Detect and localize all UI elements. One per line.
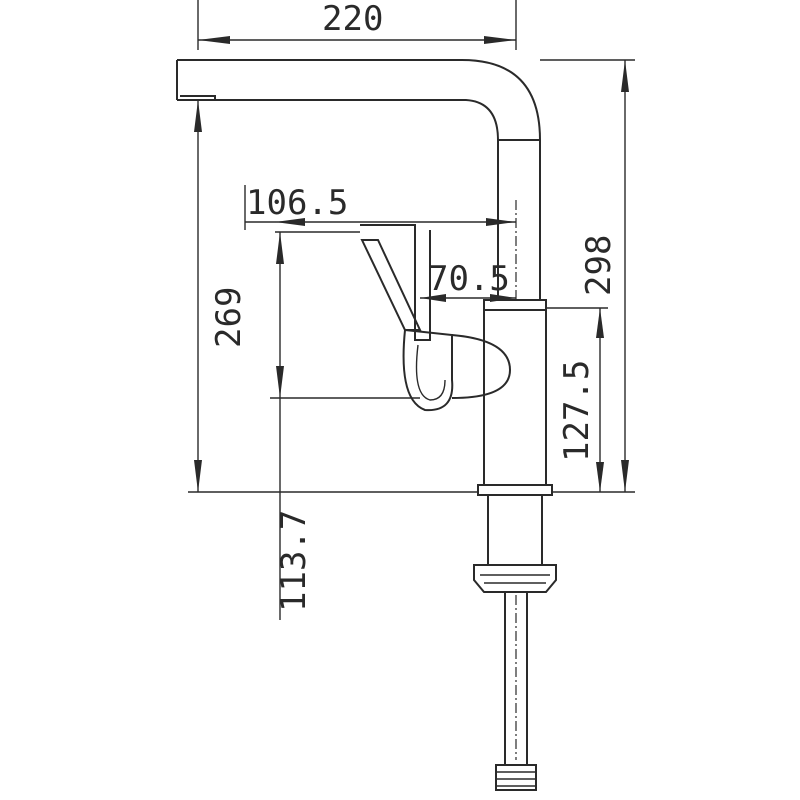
dim-label-127-5: 127.5 [557,360,597,462]
dim-113-arrow-top [276,232,284,264]
dim-220-arrow-right [484,36,516,44]
lever-stem [360,239,422,331]
dim-label-220: 220 [322,0,383,39]
cartridge-knob [402,328,454,412]
dim-127-arrow-top [596,308,604,338]
dim-106-arrow-left [275,218,305,226]
dimension-lines [188,0,635,620]
dim-298-arrow-top [621,60,629,92]
dim-label-269: 269 [209,287,249,348]
dimension-labels: 220 106.5 70.5 269 298 127.5 113.7 [209,0,619,612]
cartridge-dome [451,334,512,399]
mounting-shank [487,495,543,565]
dim-70-arrow-left [420,294,446,302]
dim-label-70-5: 70.5 [428,259,510,299]
cartridge-inner [415,344,446,401]
dim-220-arrow-left [198,36,230,44]
dim-label-106-5: 106.5 [246,183,348,223]
dim-298-arrow-bottom [621,460,629,492]
spout-nozzle [176,60,216,101]
dim-70-arrow-right [490,294,516,302]
dim-127-arrow-bottom [596,462,604,492]
dim-106-arrow-right [486,218,516,226]
faucet-outline [176,59,557,791]
lever-handle [360,224,431,341]
dim-269-arrow-top [194,100,202,132]
faucet-base [477,484,553,496]
spout-arm [177,59,541,141]
spout-arm-lower-edge [177,99,499,141]
dim-113-arrow-mid [276,366,284,398]
threaded-rod [504,592,528,765]
dim-label-113-7: 113.7 [274,510,314,612]
rod-end-fitting [495,764,537,791]
lock-nut [473,564,557,593]
dim-269-arrow-bottom [194,460,202,492]
dim-label-298: 298 [579,235,619,296]
